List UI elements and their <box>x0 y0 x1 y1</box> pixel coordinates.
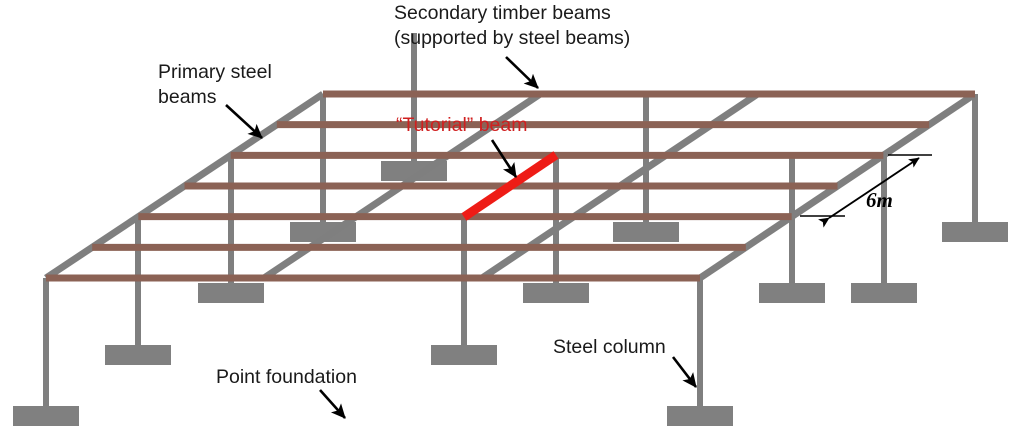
annotation-arrow-steel-column <box>671 356 698 388</box>
annotation-label-primary-steel-beams: Primary steel <box>158 61 272 83</box>
dimension-arrow <box>818 157 920 228</box>
annotation-arrow-secondary-timber-beams <box>505 56 539 89</box>
point-foundation <box>523 283 589 303</box>
point-foundation <box>851 283 917 303</box>
point-foundation <box>942 222 1008 242</box>
tutorial-beam-group <box>461 151 559 221</box>
annotation-label-tutorial-beam: “Tutorial” beam <box>396 114 527 136</box>
annotation-arrow-primary-steel-beams <box>225 104 263 139</box>
annotation-label-point-foundation: Point foundation <box>216 366 357 388</box>
dimension-label: 6m <box>866 188 893 212</box>
annotation-label-primary-steel-beams: beams <box>158 86 217 108</box>
point-foundation <box>198 283 264 303</box>
point-foundation <box>105 345 171 365</box>
annotation-arrow-point-foundation <box>319 389 346 419</box>
annotation-arrow-tutorial-beam <box>490 139 518 178</box>
annotations-group: Secondary timber beams (supported by stee… <box>158 2 698 419</box>
dimension-6m-group: 6m <box>800 154 932 228</box>
point-foundation <box>667 406 733 426</box>
annotation-label-secondary-timber-beams: Secondary timber beams <box>394 2 611 24</box>
point-foundation <box>613 222 679 242</box>
point-foundations-group <box>13 161 1008 426</box>
annotation-label-steel-column: Steel column <box>553 336 666 358</box>
annotation-label-secondary-timber-beams: (supported by steel beams) <box>394 27 630 49</box>
point-foundation <box>13 406 79 426</box>
point-foundation <box>431 345 497 365</box>
tutorial-beam <box>461 151 559 221</box>
point-foundation <box>759 283 825 303</box>
